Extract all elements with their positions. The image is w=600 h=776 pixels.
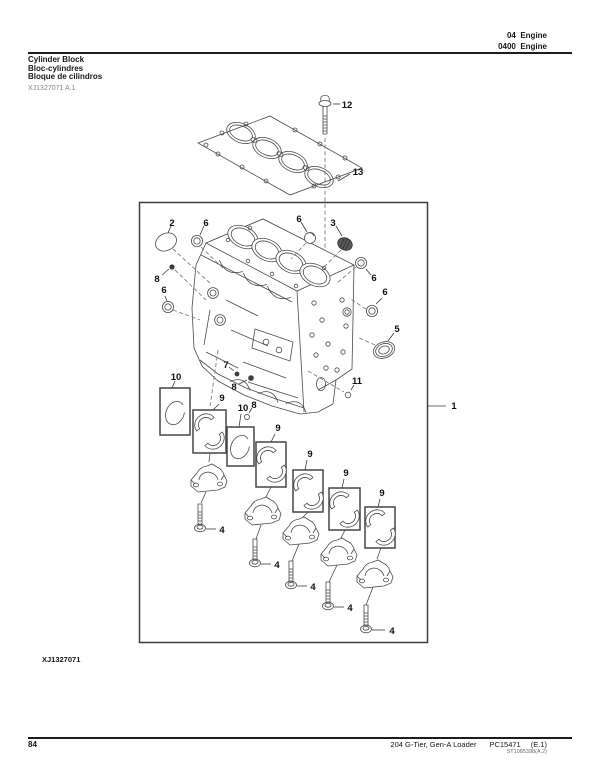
- seal-ring-part: [161, 300, 175, 314]
- cap-screw-part: [285, 560, 297, 590]
- ball-plug-part: [243, 413, 250, 420]
- side-parts: 2 6 8 6 6 3: [154, 214, 400, 420]
- title-en: Cylinder Block: [28, 55, 85, 64]
- bearing-cap-part: [190, 463, 228, 493]
- bearing-cap-part: [356, 559, 394, 589]
- callout-9a: 9: [219, 393, 224, 404]
- callout-5: 5: [394, 324, 400, 335]
- page-number: 84: [28, 740, 37, 749]
- footer-publication: 204 G-Tier, Gen-A Loader PC15471 (E.1): [390, 740, 547, 749]
- seal-ring-part: [190, 234, 204, 248]
- ball-plug-part: [248, 375, 254, 381]
- title-es: Bloque de cilindros: [28, 72, 103, 82]
- snap-ring-part: [226, 432, 254, 462]
- figure-id: XJ1327071: [42, 655, 81, 664]
- callout-4c: 4: [310, 582, 316, 593]
- footer-model: 204 G-Tier, Gen-A Loader: [390, 740, 477, 749]
- bearing-shells-part: [326, 488, 364, 532]
- bearing-shells-part: [191, 410, 229, 454]
- threaded-plug-part: [337, 237, 353, 251]
- revision-ref: XJ1327071 A.1: [28, 85, 76, 92]
- callout-4a: 4: [219, 525, 225, 536]
- pin-part: [344, 391, 352, 399]
- bearing-shells-part: [362, 506, 400, 550]
- bearing-shell-box: [328, 487, 361, 531]
- bearing-shells-part: [290, 470, 328, 514]
- callout-9c: 9: [307, 449, 312, 460]
- cap-screw-part: [322, 581, 334, 611]
- header-rule: [28, 52, 572, 54]
- header-section-block: 04 Engine 0400 Engine: [498, 31, 547, 52]
- callout-9b: 9: [275, 423, 280, 434]
- expansion-plug-part: [155, 232, 177, 252]
- dowel-part: [234, 371, 240, 377]
- bearing-shell-box: [192, 409, 227, 454]
- ball-plug-part: [169, 264, 175, 270]
- footer-revision-code: ST1085398(A.2): [506, 749, 547, 755]
- snap-ring-box: [226, 426, 255, 467]
- bearing-cap-part: [282, 516, 320, 546]
- callout-6b: 6: [296, 214, 301, 225]
- header-subsection: 0400 Engine: [498, 41, 547, 51]
- head-gasket: [197, 115, 363, 196]
- header-section: 04 Engine: [506, 31, 547, 40]
- callout-8b: 8: [231, 382, 236, 393]
- footer-catalog: PC15471: [489, 740, 521, 749]
- callout-6e: 6: [161, 285, 166, 296]
- bearing-shells-part: [253, 443, 291, 487]
- callout-1: 1: [451, 401, 457, 412]
- callout-6c: 6: [371, 273, 376, 284]
- callout-8c: 8: [251, 400, 256, 411]
- callout-6a: 6: [203, 218, 208, 229]
- bearing-cap-part: [320, 537, 358, 567]
- parts-figure: 12 13 1: [138, 95, 457, 644]
- title-fr: Bloc-cylindres: [28, 63, 84, 73]
- callout-4e: 4: [389, 626, 395, 637]
- callout-9d: 9: [343, 468, 348, 479]
- cup-plug-part: [304, 232, 316, 244]
- leader-13: [337, 173, 351, 182]
- snap-ring-part: [161, 398, 189, 428]
- cap-screw-part: [360, 604, 372, 634]
- callout-7: 7: [223, 360, 228, 371]
- gasket-holes: [203, 121, 348, 189]
- callout-2: 2: [169, 218, 174, 229]
- callout-3: 3: [330, 218, 335, 229]
- callout-9e: 9: [379, 488, 384, 499]
- bearing-cap-part: [244, 496, 282, 526]
- head-bolt: [318, 95, 332, 135]
- callout-10a: 10: [171, 372, 182, 383]
- seal-ring-part: [365, 304, 379, 318]
- figure-border: [138, 201, 429, 644]
- callout-8a: 8: [154, 274, 159, 285]
- callout-10b: 10: [238, 403, 249, 414]
- callout-4b: 4: [274, 560, 280, 571]
- title-block: Cylinder Block Bloc-cylindres Bloque de …: [28, 55, 103, 82]
- callout-13: 13: [353, 167, 364, 178]
- callout-11: 11: [352, 376, 363, 387]
- cap-screw-part: [249, 538, 261, 568]
- oil-seal-part: [372, 341, 396, 359]
- cylinder-block-drawing: [191, 218, 355, 415]
- callout-12: 12: [342, 100, 353, 111]
- cap-screw-part: [194, 503, 206, 533]
- snap-ring-box: [159, 387, 191, 436]
- bearing-shell-box: [364, 506, 396, 549]
- callout-6d: 6: [382, 287, 387, 298]
- seal-ring-part: [354, 256, 368, 270]
- footer-edition: (E.1): [530, 740, 547, 749]
- bearing-cascade: 10 10 9 9 9 9 9: [159, 349, 400, 637]
- callout-4d: 4: [347, 603, 353, 614]
- footer-rule: [28, 737, 572, 739]
